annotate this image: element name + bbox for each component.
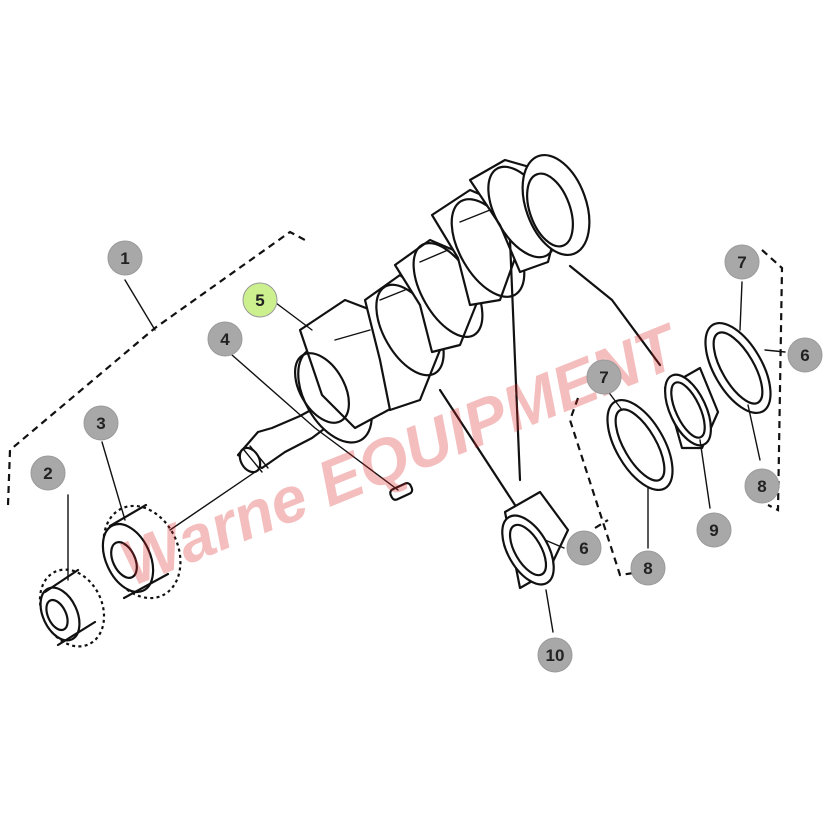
callout-8: 8 bbox=[744, 468, 780, 504]
callout-bubble bbox=[724, 244, 760, 280]
callout-5: 5 bbox=[242, 282, 278, 318]
callout-bubble bbox=[630, 550, 666, 586]
callout-number: 2 bbox=[43, 464, 52, 483]
callout-6: 6 bbox=[566, 530, 602, 566]
callout-6: 6 bbox=[787, 337, 823, 373]
callout-number: 3 bbox=[96, 414, 105, 433]
crank-gear-small bbox=[38, 568, 106, 648]
callout-bubble bbox=[566, 530, 602, 566]
callout-bubble bbox=[744, 468, 780, 504]
callout-7: 7 bbox=[724, 244, 760, 280]
callout-number: 7 bbox=[737, 253, 746, 272]
callout-1: 1 bbox=[107, 240, 143, 276]
callout-bubble bbox=[30, 455, 66, 491]
callout-number: 1 bbox=[120, 249, 129, 268]
callout-bubble bbox=[787, 337, 823, 373]
callout-number: 8 bbox=[643, 559, 652, 578]
crankshaft bbox=[236, 153, 591, 474]
thrust-washer-8-right bbox=[704, 321, 772, 415]
callout-3: 3 bbox=[83, 405, 119, 441]
callout-number: 8 bbox=[757, 477, 766, 496]
group-bracket-1 bbox=[6, 230, 306, 506]
callout-number: 7 bbox=[599, 368, 608, 387]
bearing-shell-10 bbox=[501, 490, 570, 590]
callout-2: 2 bbox=[30, 455, 66, 491]
callout-8: 8 bbox=[630, 550, 666, 586]
group-bracket-right bbox=[761, 249, 784, 512]
callout-4: 4 bbox=[207, 321, 243, 357]
callout-number: 4 bbox=[220, 330, 230, 349]
callout-7: 7 bbox=[586, 359, 622, 395]
crank-gear-large bbox=[101, 503, 182, 600]
callout-bubble bbox=[207, 321, 243, 357]
leader-lines bbox=[67, 238, 786, 633]
callout-number: 6 bbox=[579, 539, 588, 558]
callout-bubble bbox=[696, 512, 732, 548]
callout-number: 9 bbox=[709, 521, 718, 540]
crankshaft-key bbox=[389, 482, 414, 501]
callout-number: 5 bbox=[255, 291, 264, 310]
callout-bubble bbox=[83, 405, 119, 441]
callout-bubble bbox=[586, 359, 622, 395]
callout-number: 6 bbox=[800, 346, 809, 365]
callout-bubble bbox=[107, 240, 143, 276]
callout-bubble bbox=[242, 282, 278, 318]
callout-group: 1 2 3 4 5 6 6 7 7 8 8 9 10 bbox=[30, 240, 823, 673]
bearing-shell-9 bbox=[663, 366, 720, 450]
group-bracket-middle bbox=[568, 397, 641, 577]
callout-9: 9 bbox=[696, 512, 732, 548]
callout-10: 10 bbox=[537, 637, 573, 673]
callout-number: 10 bbox=[546, 646, 565, 665]
callout-bubble bbox=[537, 637, 573, 673]
